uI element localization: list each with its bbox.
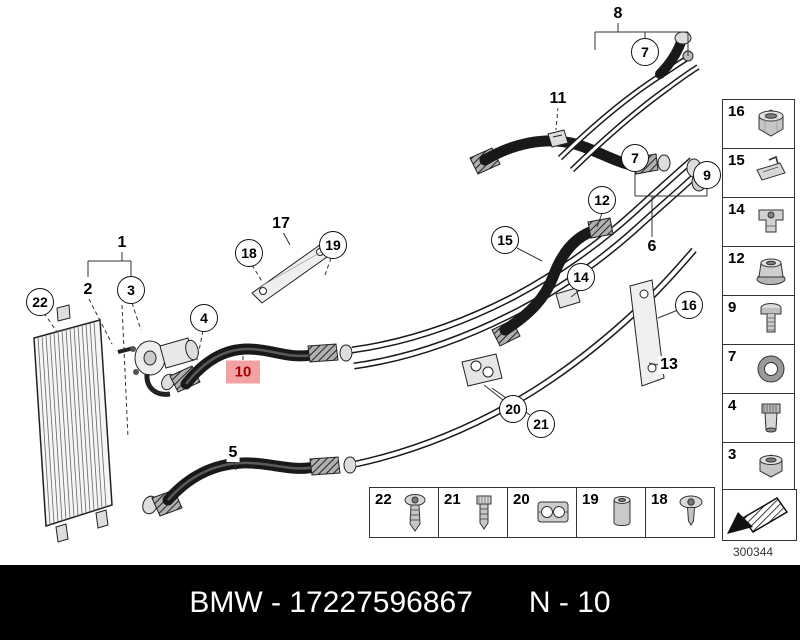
union-fitting-icon <box>761 403 781 433</box>
legend-label: 18 <box>651 491 668 508</box>
legend-label: 14 <box>728 201 745 218</box>
legend-item-21[interactable]: 21 <box>438 487 508 538</box>
fitting-cluster <box>117 337 199 397</box>
legend-item-15[interactable]: 15 <box>722 148 795 198</box>
legend-label: 22 <box>375 491 392 508</box>
callout-3[interactable]: 3 <box>117 276 145 304</box>
callout-16[interactable]: 16 <box>675 291 703 319</box>
callout-7-lower[interactable]: 7 <box>621 144 649 172</box>
legend-item-4[interactable]: 4 <box>722 393 795 443</box>
leader-lines <box>43 22 708 471</box>
legend-item-9[interactable]: 9 <box>722 295 795 345</box>
top-pipes <box>557 31 707 192</box>
footer-bar: BMW - 17227596867 N - 10 <box>0 565 800 640</box>
legend-item-7[interactable]: 7 <box>722 344 795 394</box>
legend-item-18[interactable]: 18 <box>645 487 715 538</box>
legend-label: 12 <box>728 250 745 267</box>
legend-row: 22 21 20 <box>369 487 715 538</box>
flange-nut-icon <box>756 258 786 285</box>
footer-part-number: BMW - 17227596867 <box>189 585 473 619</box>
callout-8[interactable]: 8 <box>611 5 625 23</box>
callout-6[interactable]: 6 <box>645 238 659 256</box>
callout-22[interactable]: 22 <box>26 288 54 316</box>
return-pipe <box>355 247 697 468</box>
oil-cooler <box>33 304 113 543</box>
legend-item-3[interactable]: 3 <box>722 442 795 492</box>
footer-section-ref: N - 10 <box>528 585 611 619</box>
spacer-sleeve-icon <box>613 496 631 527</box>
hex-bolt-icon <box>760 303 782 333</box>
bracket-13 <box>629 279 665 387</box>
double-line-clamp-icon <box>537 501 569 523</box>
legend-label: 16 <box>728 103 745 120</box>
callout-19[interactable]: 19 <box>319 231 347 259</box>
callout-7-upper[interactable]: 7 <box>631 38 659 66</box>
drawing-number: 300344 <box>733 545 774 559</box>
callout-11[interactable]: 11 <box>547 90 569 108</box>
legend-label: 3 <box>728 446 737 463</box>
legend-item-20[interactable]: 20 <box>507 487 577 538</box>
callout-5[interactable]: 5 <box>226 444 240 462</box>
clip-11 <box>547 129 569 148</box>
legend-column: 16 15 14 12 <box>722 99 795 492</box>
callout-15[interactable]: 15 <box>491 226 519 254</box>
legend-item-19[interactable]: 19 <box>576 487 646 538</box>
legend-item-22[interactable]: 22 <box>369 487 439 538</box>
callout-10-highlighted[interactable]: 10 <box>226 360 260 384</box>
legend-label: 20 <box>513 491 530 508</box>
legend-label: 19 <box>582 491 599 508</box>
callout-12[interactable]: 12 <box>588 186 616 214</box>
callout-17[interactable]: 17 <box>270 215 292 233</box>
legend-label: 15 <box>728 152 745 169</box>
callout-4[interactable]: 4 <box>190 304 218 332</box>
clamp-20-21 <box>461 353 503 387</box>
retaining-clip-icon <box>758 209 784 233</box>
legend-label: 21 <box>444 491 461 508</box>
o-ring-icon <box>757 355 785 383</box>
callout-2[interactable]: 2 <box>81 281 95 299</box>
hose-5-drawing <box>142 456 357 517</box>
legend-item-12[interactable]: 12 <box>722 246 795 296</box>
shoulder-screw-icon <box>476 495 492 530</box>
legend-item-16[interactable]: 16 <box>722 99 795 149</box>
legend-label: 9 <box>728 299 737 316</box>
clip-14 <box>555 287 581 309</box>
spring-clip-icon <box>756 155 786 181</box>
hex-nut-icon <box>758 109 784 137</box>
lock-nut-icon <box>759 454 783 478</box>
legend-label: 7 <box>728 348 737 365</box>
callout-18[interactable]: 18 <box>235 239 263 267</box>
direction-arrow-icon <box>727 497 789 534</box>
centre-hose <box>491 217 614 347</box>
legend-label: 4 <box>728 397 737 414</box>
hose-10-drawing <box>161 343 353 393</box>
pan-head-screw-icon <box>404 494 426 532</box>
callout-13[interactable]: 13 <box>658 356 680 374</box>
direction-arrow-box <box>722 489 797 541</box>
callout-1[interactable]: 1 <box>115 234 129 252</box>
callout-14[interactable]: 14 <box>567 263 595 291</box>
torx-screw-icon <box>679 495 703 526</box>
callout-20[interactable]: 20 <box>499 395 527 423</box>
callout-9[interactable]: 9 <box>693 161 721 189</box>
callout-21[interactable]: 21 <box>527 410 555 438</box>
parts-diagram-drawing <box>33 22 708 543</box>
legend-item-14[interactable]: 14 <box>722 197 795 247</box>
